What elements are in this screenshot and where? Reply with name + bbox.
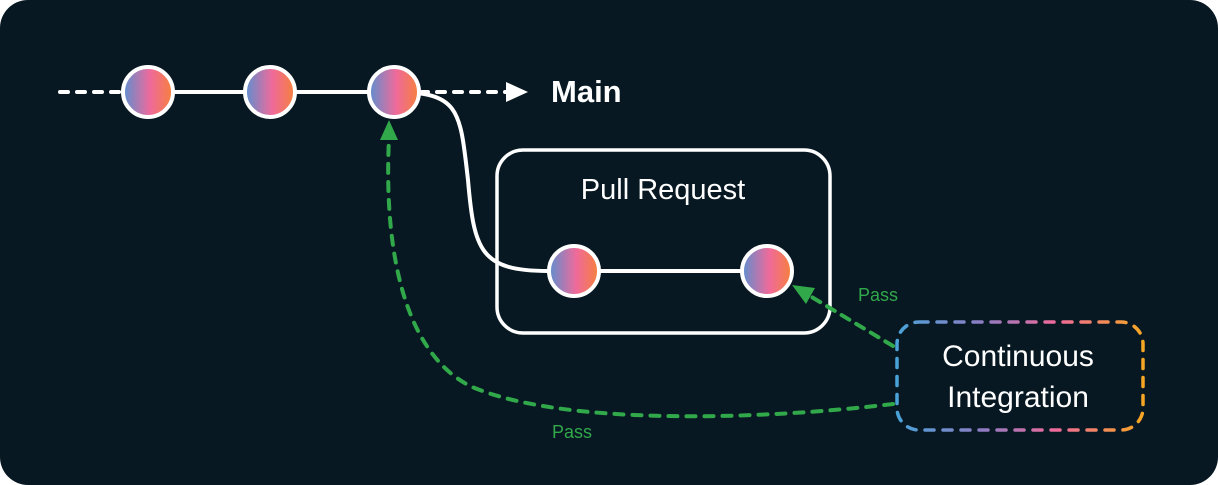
pass-arrowhead-main: [380, 120, 398, 140]
pr-commit-1: [547, 244, 601, 298]
ci-label-line1: Continuous: [942, 340, 1094, 373]
pr-commit-2: [740, 244, 794, 298]
ci-box: [895, 320, 1145, 432]
branch-curve: [393, 90, 549, 273]
pull-request-box: [495, 148, 832, 335]
main-branch-label: Main: [551, 74, 622, 109]
pass-arrowhead-pr: [792, 285, 815, 304]
pull-request-label: Pull Request: [581, 174, 745, 206]
pass-label-main: Pass: [552, 422, 592, 442]
ci-label-line2: Integration: [947, 381, 1089, 414]
pass-label-pr: Pass: [858, 285, 898, 305]
main-commit-1: [121, 65, 175, 119]
pass-arrow-pr: [808, 294, 895, 348]
main-arrowhead: [506, 82, 528, 102]
main-commit-2: [243, 65, 297, 119]
main-commit-3: [367, 65, 421, 119]
pass-arrow-main: [386, 136, 895, 419]
